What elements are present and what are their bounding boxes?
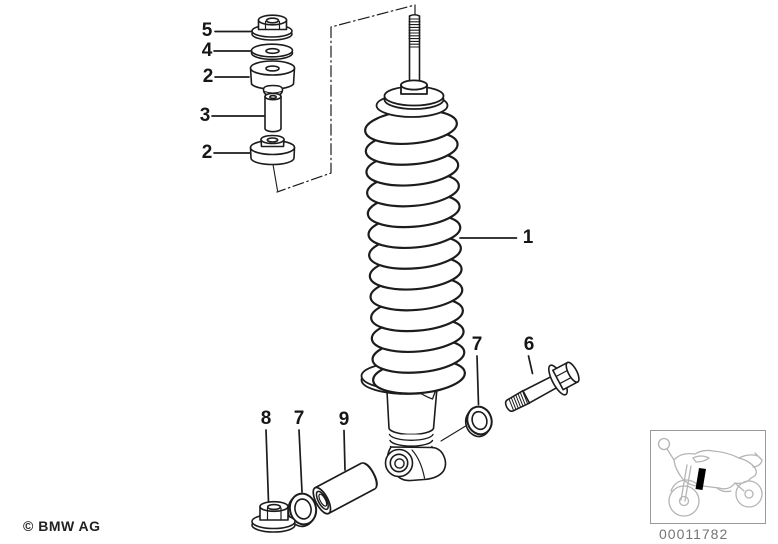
bushing-sleeve xyxy=(312,462,378,515)
callout-5[interactable]: 5 xyxy=(201,20,213,41)
washer-middle xyxy=(464,405,493,438)
rod-threads xyxy=(408,18,421,48)
bolt-thread-hatch xyxy=(508,390,529,412)
motorcycle-icon xyxy=(657,437,763,517)
damper-body xyxy=(384,381,447,482)
part-location-marker xyxy=(695,468,706,490)
upper-mount-plate xyxy=(375,79,449,118)
upper-mount-stack xyxy=(249,14,296,166)
flange-nut-bottom xyxy=(251,500,296,533)
callout-3[interactable]: 3 xyxy=(199,105,211,126)
rubber-mount-upper xyxy=(249,60,296,97)
part-number: 00011782 xyxy=(659,526,729,542)
flange-nut-top xyxy=(251,14,293,41)
callout-7-middle[interactable]: 7 xyxy=(471,334,483,355)
assembly-axis-dashdot-line xyxy=(276,4,416,193)
callout-leader-lines xyxy=(211,30,534,503)
rubber-mount-lower xyxy=(249,134,296,166)
callout-2-lower[interactable]: 2 xyxy=(201,142,213,163)
copyright: © BMW AG xyxy=(23,518,101,534)
callout-4[interactable]: 4 xyxy=(201,40,213,61)
callout-7-bottom[interactable]: 7 xyxy=(293,408,305,429)
hex-bolt xyxy=(504,361,580,413)
piston-rod xyxy=(408,13,421,91)
callout-1[interactable]: 1 xyxy=(522,227,534,248)
coil-spring xyxy=(364,108,466,395)
callout-9[interactable]: 9 xyxy=(338,409,350,430)
location-thumbnail xyxy=(650,430,766,524)
spring-strut xyxy=(360,13,466,482)
washer-right-leader-line xyxy=(440,424,468,442)
callout-8[interactable]: 8 xyxy=(260,408,272,429)
callout-6[interactable]: 6 xyxy=(523,334,535,355)
spacer-sleeve xyxy=(264,92,282,133)
mounting-eyelet xyxy=(384,448,414,478)
bushing-leader-line xyxy=(272,163,279,192)
washer-bottom xyxy=(287,492,318,528)
washer-top xyxy=(250,43,294,61)
callout-2-upper[interactable]: 2 xyxy=(202,66,214,87)
